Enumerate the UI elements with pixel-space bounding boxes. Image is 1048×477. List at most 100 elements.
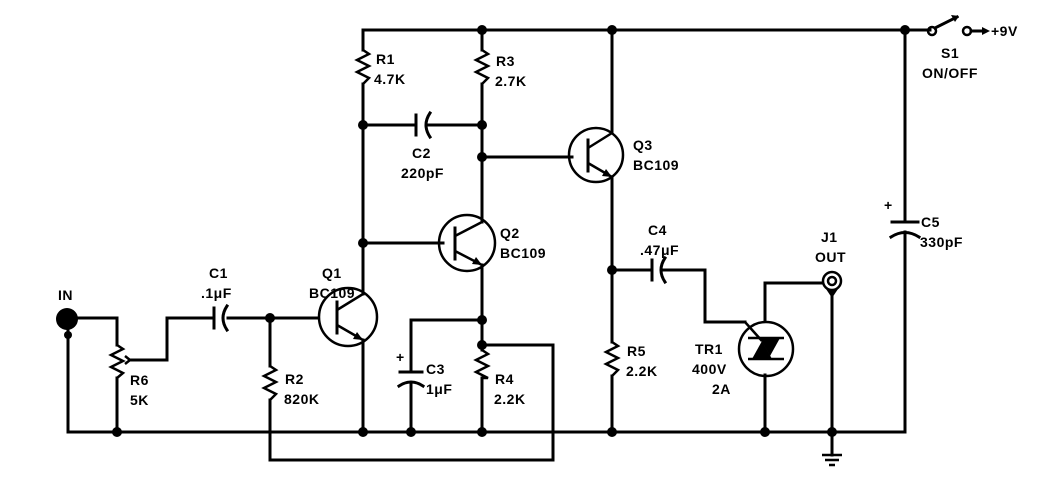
s1-ref: S1 (941, 45, 959, 61)
q1-part: BC109 (309, 285, 355, 301)
q3-ref: Q3 (633, 137, 653, 153)
r6-wiper-wire (128, 316, 214, 362)
c2-value: 220pF (401, 165, 444, 181)
output-jack-tip-icon (826, 289, 838, 298)
resistor-icon (603, 340, 621, 377)
r3-ref: R3 (496, 53, 515, 69)
resistor-r6: R6 5K (108, 343, 149, 408)
potentiometer-icon (108, 343, 126, 379)
capacitor-c3: + C3 1μF (396, 349, 452, 397)
c5-polarity: + (884, 197, 893, 213)
c3-value: 1μF (426, 381, 452, 397)
r4-ref: R4 (495, 371, 514, 387)
capacitor-curved-plate-icon (396, 380, 426, 389)
c4-value: .47μF (640, 242, 679, 258)
input-jack-icon (56, 308, 78, 330)
junction-dot (406, 427, 416, 437)
feedback-loop-wire (268, 343, 555, 462)
r6-ref: R6 (130, 372, 149, 388)
emitter-arrow-icon (472, 257, 482, 265)
r1-value: 4.7K (374, 71, 406, 87)
input-jack-tip-icon (64, 331, 72, 339)
junction-dot (358, 238, 368, 248)
c3-polarity: + (396, 349, 405, 365)
input-wire (66, 316, 119, 347)
junction-dot (477, 340, 487, 350)
input-label: IN (58, 287, 73, 303)
junction-dot (477, 120, 487, 130)
triac-diode-down-icon (760, 338, 780, 356)
c5-ref: C5 (921, 214, 940, 230)
junction-dot (607, 25, 617, 35)
s1-label: ON/OFF (922, 65, 978, 81)
r4-value: 2.2K (494, 391, 526, 407)
c4-to-gate-wire (662, 268, 747, 324)
ground-symbol (822, 453, 842, 467)
capacitor-curved-plate-icon (424, 110, 433, 140)
transistor-q2: Q2 BC109 (437, 213, 546, 273)
capacitor-curved-plate-icon (888, 231, 922, 240)
junction-dot (607, 265, 617, 275)
c3-ref: C3 (426, 361, 445, 377)
junction-dot (358, 120, 368, 130)
resistor-icon (473, 48, 491, 85)
c2-ref: C2 (412, 145, 431, 161)
resistor-r5: R5 2.2K (603, 340, 658, 379)
resistor-icon (261, 364, 279, 401)
ground-icon (822, 453, 842, 467)
resistor-icon (473, 348, 491, 380)
q2-ref: Q2 (500, 225, 520, 241)
c5-value: 330pF (920, 234, 963, 250)
supply-arrow-icon (982, 27, 990, 35)
capacitor-c5: + C5 330pF (884, 197, 963, 250)
output-jack-inner-icon (826, 275, 838, 287)
output-jack-icon (821, 270, 843, 292)
tr1-current: 2A (712, 381, 731, 397)
q3-part: BC109 (633, 157, 679, 173)
transistor-collector-icon (454, 220, 483, 238)
wiper-arrow-icon (124, 355, 131, 365)
tr1-ref: TR1 (695, 341, 723, 357)
supply-label: +9V (991, 23, 1018, 39)
triac-icon (737, 320, 795, 378)
junction-dot (265, 313, 275, 323)
capacitor-curved-plate-icon (221, 303, 230, 333)
r5-ref: R5 (627, 343, 646, 359)
r5-value: 2.2K (626, 363, 658, 379)
j1-label: OUT (815, 249, 846, 265)
transistor-collector-icon (336, 292, 364, 312)
switch-contact-icon (926, 25, 938, 37)
c4-ref: C4 (648, 222, 667, 238)
triac-tr1: TR1 400V 2A (692, 320, 795, 397)
triac-to-j1-wire (763, 281, 824, 322)
r1-ref: R1 (376, 51, 395, 67)
q1-ref: Q1 (322, 265, 342, 281)
transistor-q1: Q1 BC109 (309, 265, 379, 348)
transistor-collector-icon (587, 131, 613, 150)
r2-value: 820K (284, 391, 319, 407)
resistor-r4: R4 2.2K (473, 348, 526, 407)
c1-ref: C1 (209, 265, 228, 281)
q2-part: BC109 (500, 245, 546, 261)
resistor-icon (354, 48, 372, 85)
c1-value: .1μF (201, 285, 232, 301)
triac-diode-up-icon (752, 341, 772, 359)
capacitor-c1: C1 .1μF (201, 265, 232, 333)
capacitor-c4: C4 .47μF (640, 222, 679, 285)
output-jack-j1: J1 OUT (815, 229, 846, 298)
junction-dot (607, 427, 617, 437)
input-jack: IN (56, 287, 78, 339)
r6-value: 5K (130, 392, 149, 408)
transistor-q3: Q3 BC109 (567, 126, 679, 184)
transistor-icon (567, 126, 625, 184)
junction-dot (477, 152, 487, 162)
triac-gate-icon (744, 321, 763, 342)
r3-value: 2.7K (495, 73, 527, 89)
junction-dot (358, 427, 368, 437)
resistor-r2: R2 820K (261, 364, 319, 407)
junctions (112, 25, 910, 437)
junction-dot (760, 427, 770, 437)
j1-ref: J1 (821, 229, 838, 245)
junction-dot (900, 25, 910, 35)
